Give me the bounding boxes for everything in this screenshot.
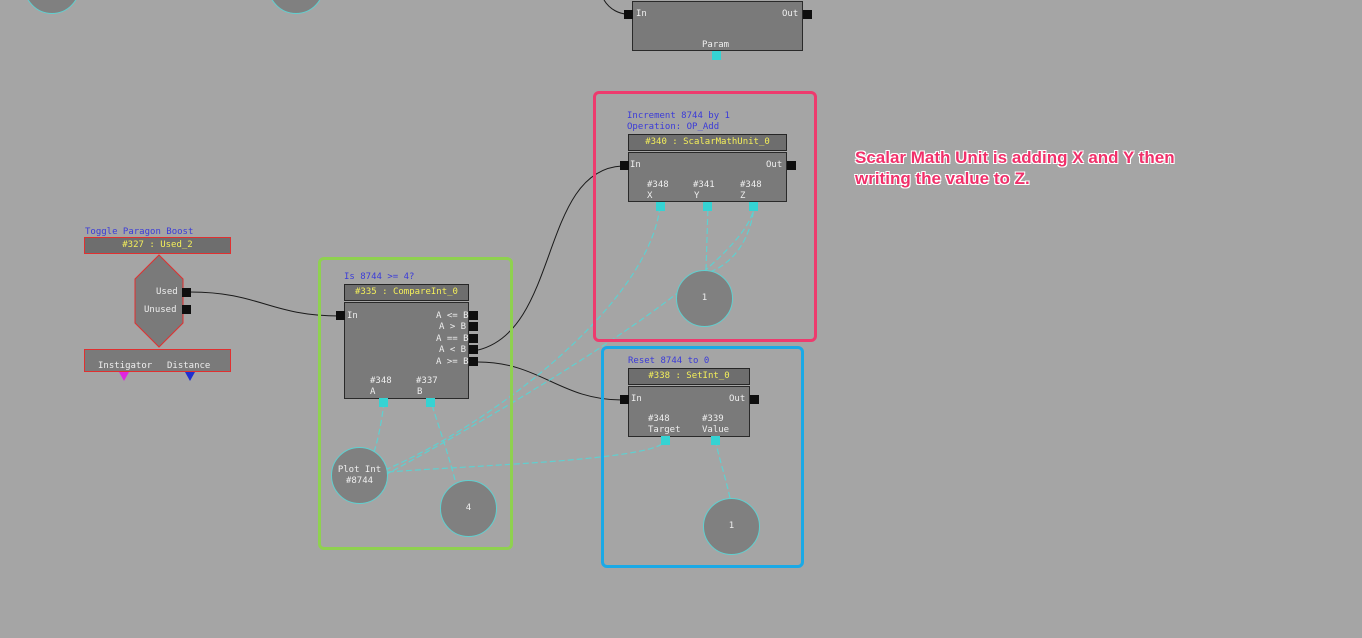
set-in-label: In — [631, 394, 642, 404]
set-target-port[interactable] — [661, 436, 670, 445]
math-out-port[interactable] — [787, 161, 796, 170]
set-node-body[interactable] — [628, 386, 750, 437]
used-node-variable-bar[interactable] — [84, 349, 231, 372]
compare-var-a-label: A — [370, 387, 376, 397]
compare-output-label-2: A == B — [436, 334, 469, 344]
math-x-id: #348 — [647, 180, 669, 190]
top-node-in-port[interactable] — [624, 10, 633, 19]
math-node-title: Increment 8744 by 1 — [627, 111, 730, 121]
top-node-out-port[interactable] — [803, 10, 812, 19]
math-x-label: X — [647, 191, 653, 201]
unused-output-label: Unused — [144, 305, 177, 315]
math-in-label: In — [630, 160, 641, 170]
set-node-title: Reset 8744 to 0 — [628, 356, 710, 366]
plot-int-variable[interactable]: Plot Int#8744 — [331, 447, 388, 504]
set-value-port[interactable] — [711, 436, 720, 445]
math-z-port[interactable] — [749, 202, 758, 211]
used-output-port[interactable] — [182, 288, 191, 297]
compare-output-label-0: A <= B — [436, 311, 469, 321]
compare-node-header[interactable]: #335 : CompareInt_0 — [344, 284, 469, 301]
math-y-label: Y — [694, 191, 700, 201]
top-node-param-label: Param — [702, 40, 730, 50]
compare-output-label-4: A >= B — [436, 357, 469, 367]
set-group-frame — [601, 346, 804, 568]
compare-in-label: In — [347, 311, 358, 321]
math-z-label: Z — [740, 191, 746, 201]
compare-var-a-id: #348 — [370, 376, 392, 386]
plot-int-id: #8744 — [345, 475, 374, 486]
variable-circle-top-left-1[interactable] — [24, 0, 80, 14]
math-y-id: #341 — [693, 180, 715, 190]
compare-node-title: Is 8744 >= 4? — [344, 272, 415, 282]
math-z-id: #348 — [740, 180, 762, 190]
math-group-frame — [593, 91, 817, 342]
instigator-port-icon[interactable] — [119, 372, 129, 381]
math-node-header[interactable]: #340 : ScalarMathUnit_0 — [628, 134, 787, 151]
math-constant-one[interactable]: 1 — [676, 270, 733, 327]
set-node-header[interactable]: #338 : SetInt_0 — [628, 368, 750, 385]
used-output-label: Used — [156, 287, 178, 297]
set-value-label: Value — [702, 425, 730, 435]
instigator-label: Instigator — [98, 361, 153, 371]
annotation-line-1: Scalar Math Unit is adding X and Y then — [855, 148, 1175, 167]
compare-output-port-1[interactable] — [469, 322, 478, 331]
top-node-out-label: Out — [782, 9, 799, 19]
compare-output-label-3: A < B — [439, 345, 467, 355]
set-in-port[interactable] — [620, 395, 629, 404]
compare-node-body[interactable] — [344, 302, 469, 399]
used-node-header[interactable]: #327 : Used_2 — [84, 237, 231, 254]
compare-output-port-0[interactable] — [469, 311, 478, 320]
compare-var-b-id: #337 — [416, 376, 438, 386]
set-out-label: Out — [729, 394, 746, 404]
math-x-port[interactable] — [656, 202, 665, 211]
set-out-port[interactable] — [750, 395, 759, 404]
set-target-id: #348 — [648, 414, 670, 424]
math-in-port[interactable] — [620, 161, 629, 170]
compare-var-b-label: B — [417, 387, 423, 397]
used-node-title: Toggle Paragon Boost — [85, 227, 194, 237]
set-value-id: #339 — [702, 414, 724, 424]
set-target-label: Target — [648, 425, 681, 435]
compare-in-port[interactable] — [336, 311, 345, 320]
compare-group-frame — [318, 257, 513, 550]
plot-int-label: Plot Int — [337, 464, 382, 475]
top-action-node[interactable] — [632, 1, 803, 51]
top-node-param-port[interactable] — [712, 51, 721, 60]
int-constant-four[interactable]: 4 — [440, 480, 497, 537]
top-node-in-label: In — [636, 9, 647, 19]
variable-circle-top-left-2[interactable] — [268, 0, 324, 14]
set-constant-one-value: 1 — [728, 521, 735, 531]
compare-var-a-port[interactable] — [379, 398, 388, 407]
compare-output-label-1: A > B — [439, 322, 467, 332]
unused-output-port[interactable] — [182, 305, 191, 314]
compare-output-port-4[interactable] — [469, 357, 478, 366]
math-node-operation: Operation: OP_Add — [627, 122, 720, 132]
set-constant-one[interactable]: 1 — [703, 498, 760, 555]
compare-output-port-3[interactable] — [469, 345, 478, 354]
distance-label: Distance — [167, 361, 211, 371]
annotation-line-2: writing the value to Z. — [855, 169, 1030, 188]
int-constant-four-value: 4 — [465, 503, 472, 513]
compare-var-b-port[interactable] — [426, 398, 435, 407]
compare-output-port-2[interactable] — [469, 334, 478, 343]
math-node-body[interactable] — [628, 152, 787, 202]
math-out-label: Out — [766, 160, 783, 170]
distance-port-icon[interactable] — [185, 372, 195, 381]
math-y-port[interactable] — [703, 202, 712, 211]
math-constant-one-value: 1 — [701, 293, 708, 303]
used-node-hexagon[interactable] — [134, 254, 184, 348]
